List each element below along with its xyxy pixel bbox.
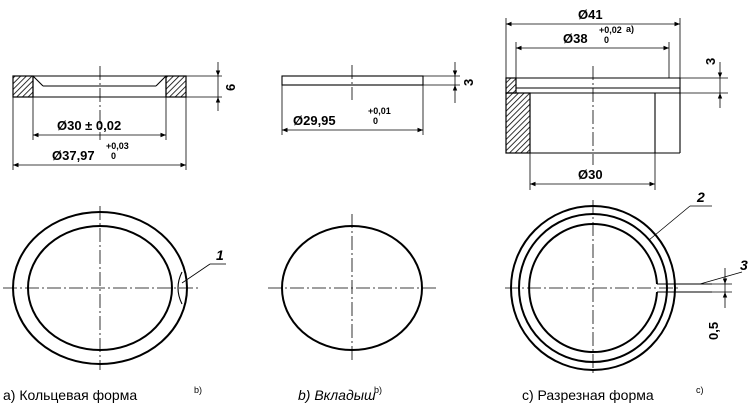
figure-c-section-view: Ø41 Ø38 +0,02 a) 0 Ø30 3 bbox=[505, 7, 728, 190]
caption-b-note: b) bbox=[374, 385, 382, 395]
dim-outer-diameter-c: Ø41 bbox=[578, 7, 603, 22]
dim-insert-height: 3 bbox=[461, 79, 476, 86]
dim-insert-diameter: Ø29,95 bbox=[293, 113, 336, 128]
insert-profile bbox=[281, 75, 424, 86]
caption-c-note: c) bbox=[696, 385, 704, 395]
caption-c: c) Разрезная форма bbox=[522, 387, 654, 403]
dim-recess-diameter: Ø38 bbox=[563, 31, 588, 46]
dim-recess-note: a) bbox=[626, 24, 634, 34]
notch-mark bbox=[177, 271, 183, 305]
callout-3: 3 bbox=[740, 257, 748, 273]
dim-recess-tol-lower: 0 bbox=[604, 35, 609, 45]
dim-inner-diameter: Ø30 ± 0,02 bbox=[57, 118, 121, 133]
caption-a-note: b) bbox=[194, 385, 202, 395]
dim-insert-tol-upper: +0,01 bbox=[368, 106, 391, 116]
dim-outer-tol-upper: +0,03 bbox=[106, 141, 129, 151]
dim-outer-tol-lower: 0 bbox=[111, 151, 116, 161]
caption-b: b) Вкладыш bbox=[298, 387, 376, 403]
dim-flange-height: 3 bbox=[703, 58, 718, 65]
dim-insert-tol-lower: 0 bbox=[373, 116, 378, 126]
figure-a-section-view: Ø30 ± 0,02 Ø37,97 +0,03 0 6 bbox=[12, 62, 238, 170]
ring-right-hatch bbox=[165, 75, 187, 98]
split-hatch bbox=[505, 92, 531, 154]
callout-2: 2 bbox=[696, 189, 705, 205]
figure-b-section-view: Ø29,95 +0,01 0 3 bbox=[281, 62, 476, 135]
dim-outer-diameter: Ø37,97 bbox=[52, 148, 95, 163]
dim-recess-tol-upper: +0,02 bbox=[599, 25, 622, 35]
dim-inner-diameter-c: Ø30 bbox=[578, 167, 603, 182]
ring-left-hatch bbox=[12, 75, 34, 98]
callout-1: 1 bbox=[216, 247, 224, 263]
dim-height: 6 bbox=[223, 84, 238, 91]
figure-c-plan-view: 2 3 0,5 bbox=[505, 189, 748, 376]
figure-a-plan-view: 1 bbox=[3, 206, 226, 370]
figure-b-plan-view bbox=[268, 214, 436, 362]
dim-gap: 0,5 bbox=[706, 322, 721, 340]
caption-a: a) Кольцевая форма bbox=[3, 387, 137, 403]
